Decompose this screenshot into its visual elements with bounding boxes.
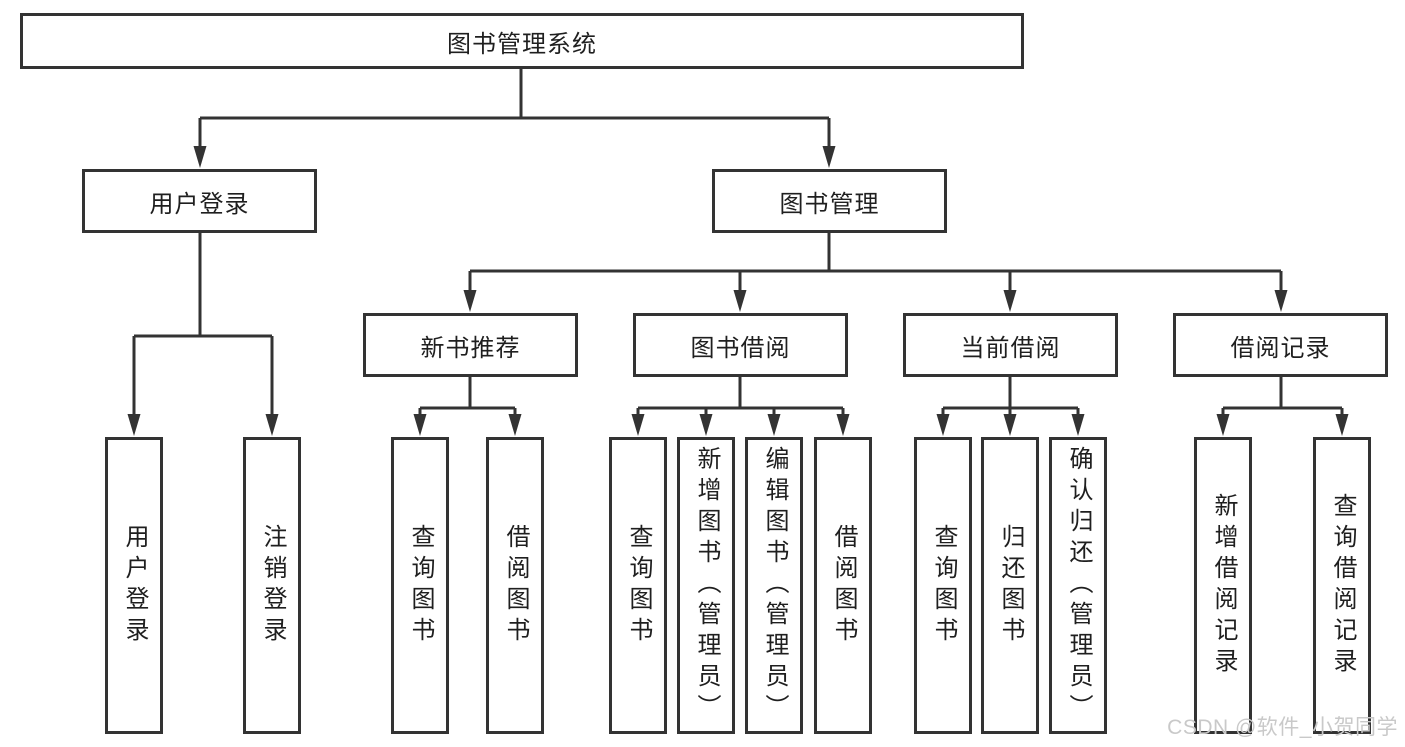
leaf-borrow-books-borrowing: 借阅图书 bbox=[814, 437, 872, 734]
csdn-watermark: CSDN @软件_小贺同学 bbox=[1167, 716, 1398, 739]
node-library-management-system: 图书管理系统 bbox=[20, 13, 1024, 69]
leaf-label: 借阅图书 bbox=[502, 523, 529, 648]
leaf-add-books-admin: 新增图书（管理员） bbox=[677, 437, 735, 734]
leaf-label: 注销登录 bbox=[259, 523, 286, 648]
leaf-label: 归还图书 bbox=[997, 523, 1024, 648]
node-book-management: 图书管理 bbox=[712, 169, 947, 233]
leaf-query-borrow-record: 查询借阅记录 bbox=[1313, 437, 1371, 734]
leaf-label: 查询借阅记录 bbox=[1329, 492, 1356, 679]
leaf-label: 查询图书 bbox=[930, 523, 957, 648]
leaf-label: 查询图书 bbox=[407, 523, 434, 648]
leaf-label: 用户登录 bbox=[121, 523, 148, 648]
leaf-user-login: 用户登录 bbox=[105, 437, 163, 734]
leaf-label: 新增借阅记录 bbox=[1210, 492, 1237, 679]
leaf-logout: 注销登录 bbox=[243, 437, 301, 734]
node-new-book-recommendation: 新书推荐 bbox=[363, 313, 578, 377]
node-user-login: 用户登录 bbox=[82, 169, 317, 233]
leaf-confirm-return-admin: 确认归还（管理员） bbox=[1049, 437, 1107, 734]
node-current-borrowing: 当前借阅 bbox=[903, 313, 1118, 377]
leaf-label: 确认归还（管理员） bbox=[1065, 446, 1092, 725]
leaf-label: 借阅图书 bbox=[830, 523, 857, 648]
node-book-borrowing: 图书借阅 bbox=[633, 313, 848, 377]
leaf-label: 编辑图书（管理员） bbox=[761, 446, 788, 725]
leaf-add-borrow-record: 新增借阅记录 bbox=[1194, 437, 1252, 734]
leaf-query-books-current: 查询图书 bbox=[914, 437, 972, 734]
node-borrowing-records: 借阅记录 bbox=[1173, 313, 1388, 377]
leaf-label: 查询图书 bbox=[625, 523, 652, 648]
leaf-label: 新增图书（管理员） bbox=[693, 446, 720, 725]
leaf-edit-books-admin: 编辑图书（管理员） bbox=[745, 437, 803, 734]
leaf-query-books-recommend: 查询图书 bbox=[391, 437, 449, 734]
leaf-query-books-borrowing: 查询图书 bbox=[609, 437, 667, 734]
leaf-return-books: 归还图书 bbox=[981, 437, 1039, 734]
leaf-borrow-books-recommend: 借阅图书 bbox=[486, 437, 544, 734]
